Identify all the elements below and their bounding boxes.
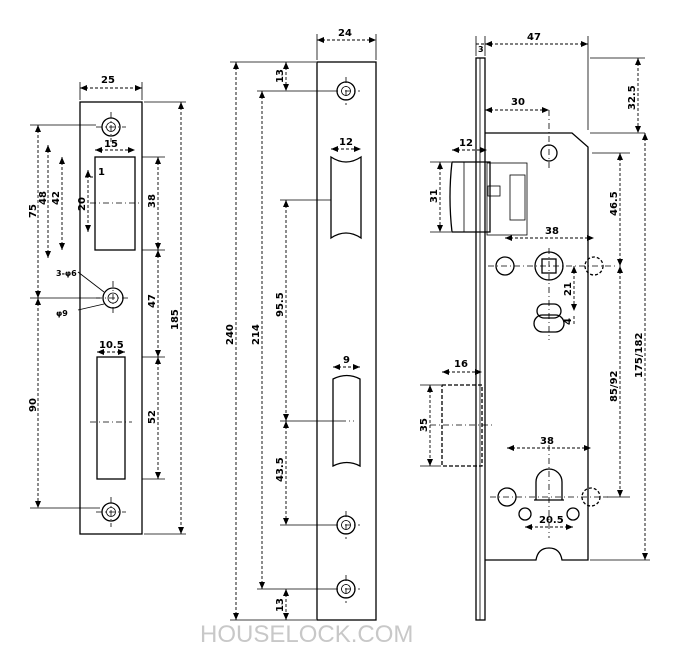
body-dim-32-5: 32.5 xyxy=(627,85,638,110)
body-dim-85-92: 85/92 xyxy=(609,370,620,402)
strike-dim-10-5: 10.5 xyxy=(99,340,124,351)
face-dim-240: 240 xyxy=(225,324,236,345)
face-dim-12: 12 xyxy=(339,137,353,148)
strike-dim-3phi6: 3-φ6 xyxy=(56,269,77,278)
lock-body-drawing: 3 47 30 32.5 12 31 46.5 38 21 4 16 35 85… xyxy=(419,32,650,621)
body-dim-46-5: 46.5 xyxy=(609,191,620,216)
strike-dim-52: 52 xyxy=(147,410,158,424)
lock-case-outline xyxy=(485,132,589,561)
watermark-text: HOUSELOCK.COM xyxy=(200,621,413,648)
strike-bolt-window xyxy=(96,356,126,480)
strike-dim-185: 185 xyxy=(170,309,181,330)
body-dim-4: 4 xyxy=(563,318,574,325)
face-dim-9: 9 xyxy=(343,355,350,366)
body-dim-38-lower: 38 xyxy=(540,436,554,447)
face-dim-13-bottom: 13 xyxy=(275,598,286,612)
lock-faceplate-edge xyxy=(475,57,486,621)
strike-dim-47: 47 xyxy=(147,294,158,308)
strike-dim-48: 48 xyxy=(38,191,49,205)
face-dim-13-top: 13 xyxy=(275,69,286,83)
faceplate-latch-slot xyxy=(330,155,362,240)
body-dim-35: 35 xyxy=(419,418,430,432)
faceplate-outline xyxy=(316,61,377,621)
body-dim-16: 16 xyxy=(454,359,468,370)
body-dim-12: 12 xyxy=(459,138,473,149)
strike-latch-window xyxy=(94,156,136,251)
body-dim-38-upper: 38 xyxy=(545,226,559,237)
face-dim-95-5: 95.5 xyxy=(275,292,286,317)
body-dim-20-5: 20.5 xyxy=(539,515,564,526)
faceplate-bolt-slot xyxy=(332,374,361,468)
strike-dim-15: 15 xyxy=(104,139,118,150)
body-dim-21: 21 xyxy=(563,282,574,296)
face-dim-24: 24 xyxy=(338,28,352,39)
lock-latch-bolt xyxy=(449,161,491,233)
body-dim-31: 31 xyxy=(429,189,440,203)
body-dim-30: 30 xyxy=(511,97,525,108)
strike-dim-20: 20 xyxy=(77,197,88,211)
body-dim-47: 47 xyxy=(527,32,541,43)
strike-dim-90: 90 xyxy=(28,398,39,412)
face-dim-43-5: 43.5 xyxy=(275,457,286,482)
strike-dim-1: 1 xyxy=(98,167,105,178)
strike-dim-phi9: φ9 xyxy=(56,309,68,318)
strike-plate-drawing: 25 15 1 20 48 42 75 38 3-φ6 φ9 47 185 10… xyxy=(28,75,186,535)
strike-dim-25: 25 xyxy=(101,75,115,86)
lock-cylinder-cutout xyxy=(535,468,563,500)
lock-deadbolt xyxy=(441,384,483,467)
body-dim-3: 3 xyxy=(478,45,484,54)
strike-dim-42: 42 xyxy=(51,191,62,205)
body-dim-175-182: 175/182 xyxy=(634,333,645,378)
strike-dim-38: 38 xyxy=(147,194,158,208)
faceplate-drawing: 24 13 12 95.5 214 240 9 43.5 13 xyxy=(225,28,377,621)
strike-plate-outline xyxy=(79,101,143,535)
face-dim-214: 214 xyxy=(251,324,262,345)
strike-dim-75: 75 xyxy=(28,204,39,218)
